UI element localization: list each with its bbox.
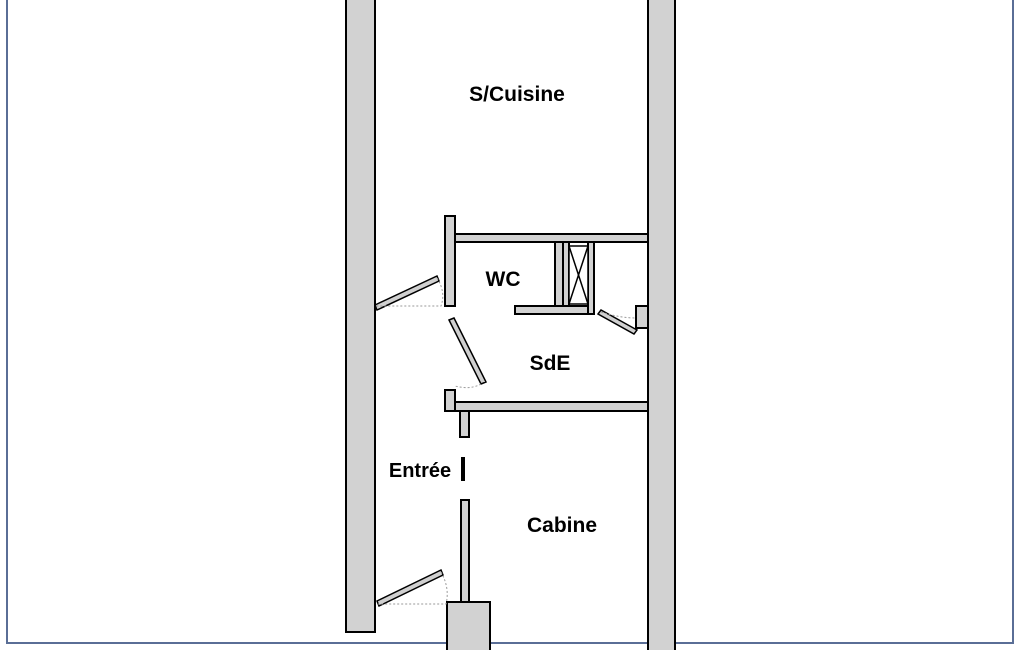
- room-label-cabin: Cabine: [527, 514, 597, 537]
- bathroom-door-arc: [454, 383, 482, 389]
- wc-left-post-upper: [444, 215, 456, 307]
- room-label-wc: WC: [486, 268, 521, 291]
- closet-right-post: [635, 305, 649, 329]
- corridor-door-upper: [374, 274, 440, 312]
- entrance-partition-thin: [461, 457, 465, 481]
- left-outer-wall: [345, 0, 376, 633]
- sde-stub-down: [459, 410, 470, 438]
- wc-bottom-wall: [514, 305, 594, 315]
- room-label-kitchen: S/Cuisine: [469, 83, 565, 106]
- entrance-partition: [460, 499, 470, 603]
- entry-door-lower-arc: [378, 571, 448, 605]
- room-label-entrance: Entrée: [389, 460, 451, 482]
- duct-cross-b: [568, 245, 589, 305]
- duct-left-wall: [562, 241, 570, 307]
- closet-door: [596, 309, 639, 335]
- room-label-bathroom: SdE: [530, 352, 571, 375]
- sde-bottom-wall: [452, 401, 649, 412]
- wc-right-wall: [554, 241, 564, 307]
- cabin-left-wall-bottom: [446, 601, 491, 650]
- entry-door-lower: [376, 568, 444, 608]
- wc-top-wall: [444, 233, 649, 243]
- corridor-door-upper-arc: [376, 277, 444, 307]
- right-outer-wall: [647, 0, 676, 650]
- closet-door-arc: [600, 311, 637, 319]
- bathroom-door: [447, 317, 488, 385]
- duct-right-wall: [587, 241, 595, 315]
- plan-frame: [6, 0, 1014, 644]
- sde-left-post-lower: [444, 389, 456, 412]
